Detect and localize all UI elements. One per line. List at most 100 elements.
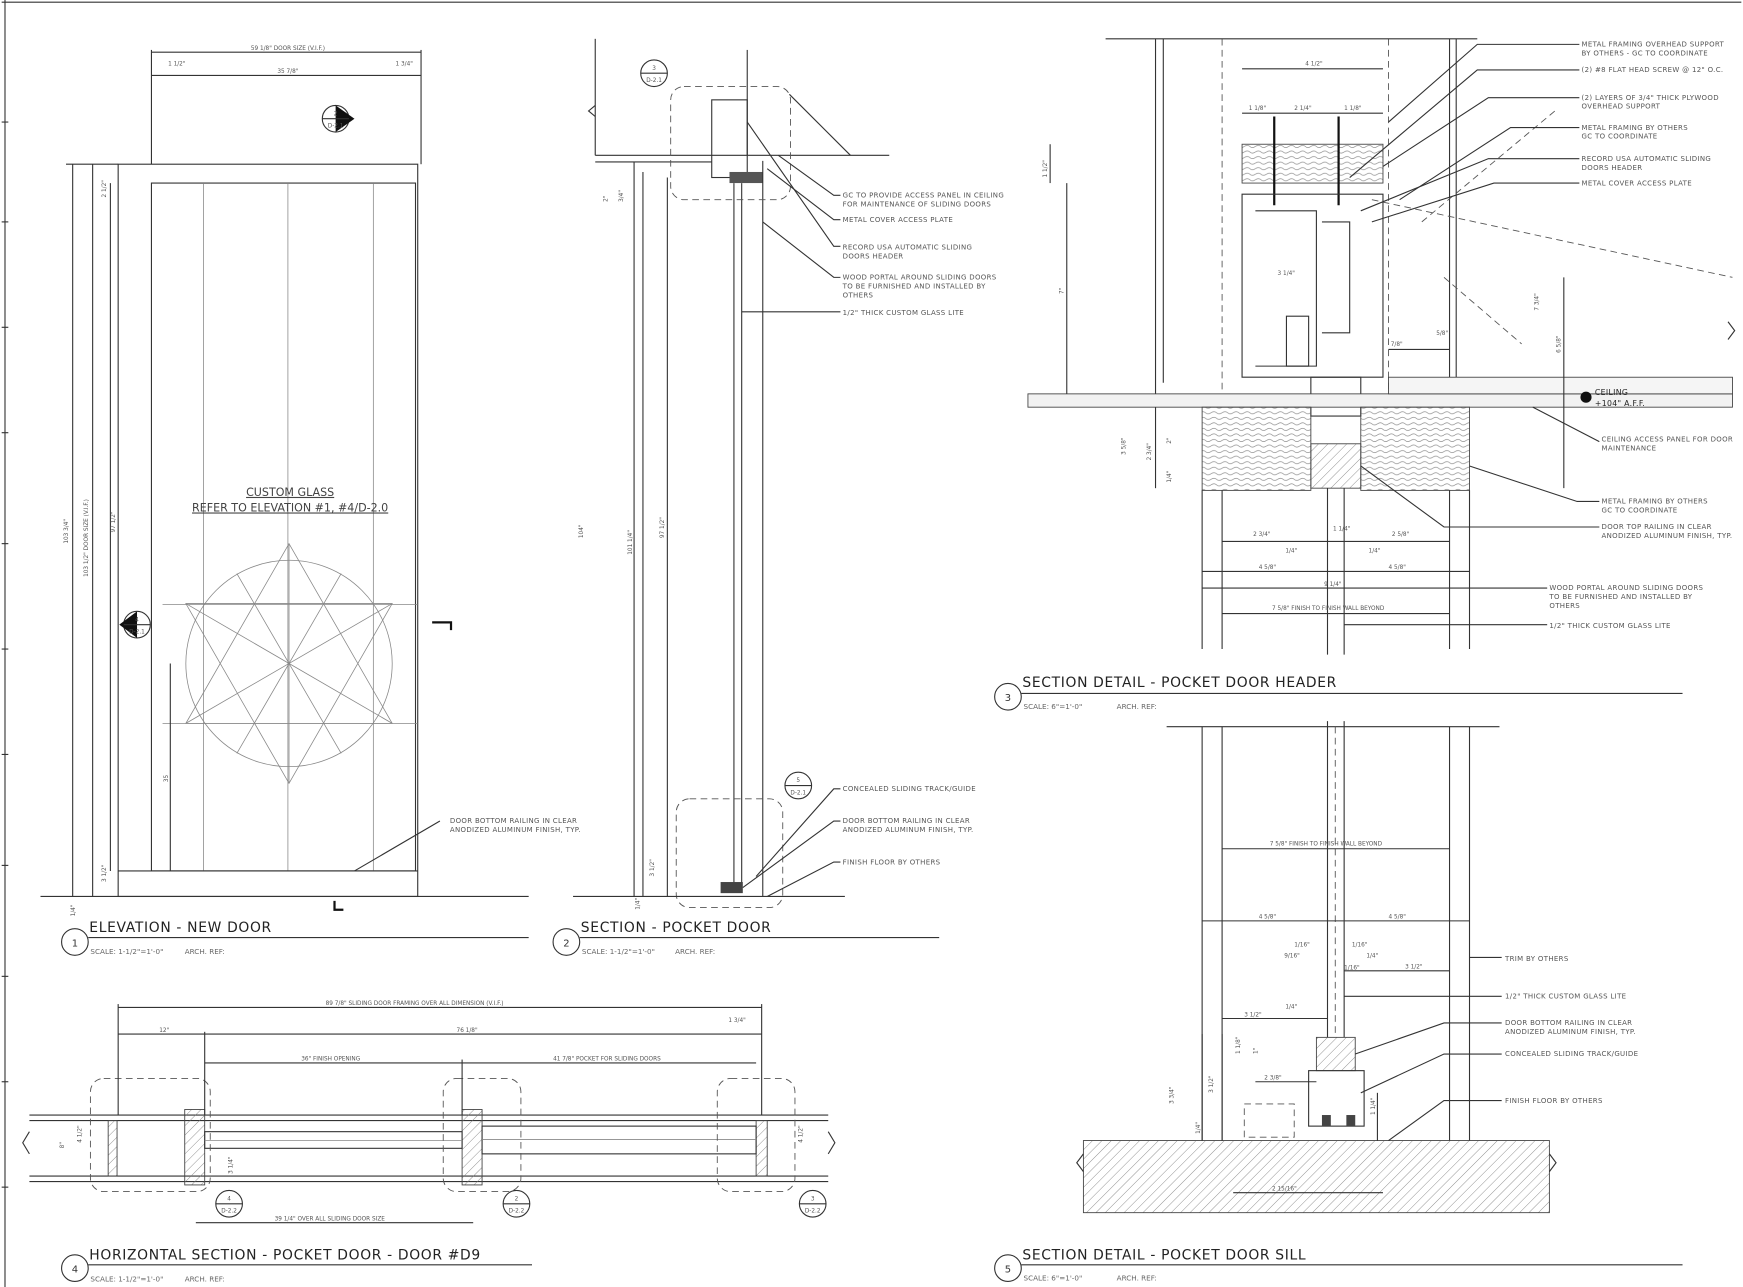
hd-note-1a: METAL FRAMING OVERHEAD SUPPORT [1582, 41, 1725, 49]
hd-note-2: (2) #8 FLAT HEAD SCREW @ 12" O.C. [1582, 66, 1724, 74]
sill-dim-2-15-16: 2 15/16" [1272, 1186, 1297, 1192]
sill-note-rail-2: ANODIZED ALUMINUM FINISH, TYP. [1505, 1028, 1636, 1036]
sill-detail-view: 7 5/8" FINISH TO FINISH WALL BEYOND 4 5/… [1076, 721, 1638, 1214]
sill-dim-1-4-a: 1/4" [1366, 953, 1378, 959]
note-glass-lite: 1/2" THICK CUSTOM GLASS LITE [843, 309, 964, 317]
svg-text:ARCH. REF:: ARCH. REF: [185, 947, 225, 956]
note-access-panel-1: GC TO PROVIDE ACCESS PANEL IN CEILING [843, 191, 1004, 199]
svg-text:D-2.1: D-2.1 [129, 630, 145, 636]
dim-3-5: 3 1/2" [650, 859, 656, 877]
detail-callout-3b[interactable]: 3 D-2.2 [798, 1189, 827, 1218]
hd-note-4a: METAL FRAMING BY OTHERS [1582, 124, 1689, 132]
section-callout-2[interactable]: 2 D-2.1 [321, 104, 355, 133]
sill-dim-1: 1" [1254, 1047, 1260, 1054]
sill-dim-1-4-b: 1/4" [1285, 1005, 1297, 1011]
custom-glass-label: CUSTOM GLASS [246, 486, 334, 499]
dim-floor-gap: 1/4" [71, 904, 77, 916]
sill-dim-1-1-4: 1 1/4" [1371, 1097, 1377, 1115]
note-header-2: DOORS HEADER [843, 253, 904, 261]
hd-note-10a: WOOD PORTAL AROUND SLIDING DOORS [1549, 584, 1703, 592]
note-access-panel-2: FOR MAINTENANCE OF SLIDING DOORS [843, 200, 992, 208]
dim-1-1-2: 1 1/2" [1043, 160, 1049, 178]
horizontal-section-view: 89 7/8" SLIDING DOOR FRAMING OVER ALL DI… [22, 1001, 836, 1224]
dim-door-height: 103 1/2" DOOR SIZE (V.I.F.) [84, 499, 90, 577]
sill-dim-1-16-c: 1/16" [1344, 966, 1360, 972]
hd-note-10c: OTHERS [1549, 602, 1580, 610]
svg-text:CEILING: CEILING [1595, 388, 1628, 397]
note-wood-portal-1: WOOD PORTAL AROUND SLIDING DOORS [843, 274, 997, 282]
svg-text:D-2.1: D-2.1 [646, 78, 662, 84]
svg-text:4: 4 [135, 617, 139, 623]
dim-7-3-4: 7 3/4" [1534, 293, 1540, 311]
dim-1-1-8-a: 1 1/8" [1249, 106, 1267, 112]
elevation-view: CUSTOM GLASS REFER TO ELEVATION #1, #4/D… [40, 46, 581, 916]
dim-4-5-8-a: 4 5/8" [1259, 565, 1277, 571]
h-dim-door-size: 39 1/4" OVER ALL SLIDING DOOR SIZE [275, 1216, 386, 1222]
ceiling-elevation-marker: CEILING +104" A.F.F. [1580, 388, 1645, 408]
dim-top-rail: 2 1/2" [102, 180, 108, 198]
h-dim-12: 12" [159, 1028, 169, 1034]
section-view: 2" 3/4" 104" 101 1/4" 97 1/2" 3 1/2" 1/4… [573, 38, 1004, 910]
sill-note-glass: 1/2" THICK CUSTOM GLASS LITE [1505, 993, 1626, 1001]
hd-note-8a: METAL FRAMING BY OTHERS [1602, 498, 1709, 506]
h-dim-1-3-4: 1 3/4" [728, 1018, 746, 1024]
dim-overall-height: 103 3/4" [64, 519, 70, 544]
dim-1-4: 1/4" [636, 898, 642, 910]
svg-text:SECTION - POCKET DOOR: SECTION - POCKET DOOR [581, 920, 772, 936]
note-bottom-rail-2: ANODIZED ALUMINUM FINISH, TYP. [843, 826, 974, 834]
svg-text:SCALE: 6"=1'-0": SCALE: 6"=1'-0" [1023, 702, 1082, 711]
svg-text:D-2.2: D-2.2 [509, 1209, 525, 1215]
svg-text:ARCH. REF:: ARCH. REF: [1117, 1273, 1157, 1282]
svg-text:SCALE: 1-1/2"=1'-0": SCALE: 1-1/2"=1'-0" [90, 1274, 163, 1283]
sill-dim-3-1-2-c: 3 1/2" [1209, 1075, 1215, 1093]
detail-callout-2[interactable]: 2 D-2.2 [502, 1189, 531, 1218]
header-detail-view: 4 1/2" 1 1/8" 2 1/4" 1 1/8" 1 1/2" 7" 3 … [1027, 38, 1736, 655]
hd-note-5a: RECORD USA AUTOMATIC SLIDING [1582, 155, 1712, 163]
view-title-5: 5 SECTION DETAIL - POCKET DOOR SILL SCAL… [994, 1247, 1683, 1282]
detail-callout-4[interactable]: 4 D-2.2 [215, 1189, 243, 1218]
note-track: CONCEALED SLIDING TRACK/GUIDE [843, 785, 976, 793]
view-title-3: 3 SECTION DETAIL - POCKET DOOR HEADER SC… [994, 675, 1683, 711]
dim-101: 101 1/4" [628, 530, 634, 555]
svg-text:HORIZONTAL SECTION - POCKET DO: HORIZONTAL SECTION - POCKET DOOR - DOOR … [89, 1247, 481, 1263]
note-bottom-railing-2: ANODIZED ALUMINUM FINISH, TYP. [450, 826, 581, 834]
dim-3-4: 3/4" [619, 190, 625, 202]
sill-dim-9-16: 9/16" [1284, 953, 1300, 959]
svg-text:ARCH. REF:: ARCH. REF: [1117, 702, 1157, 711]
hd-note-8b: GC TO COORDINATE [1602, 507, 1678, 515]
hd-note-10b: TO BE FURNISHED AND INSTALLED BY [1548, 593, 1692, 601]
dim-bottom-rail: 3 1/2" [102, 864, 108, 882]
note-bottom-rail-1: DOOR BOTTOM RAILING IN CLEAR [843, 817, 970, 825]
dim-2: 2" [603, 195, 609, 202]
hd-note-9a: DOOR TOP RAILING IN CLEAR [1602, 523, 1712, 531]
hd-note-11: 1/2" THICK CUSTOM GLASS LITE [1549, 622, 1670, 630]
note-header-1: RECORD USA AUTOMATIC SLIDING [843, 244, 973, 252]
dim-1-1-8-b: 1 1/8" [1344, 106, 1362, 112]
dim-4-1-2: 4 1/2" [1305, 61, 1323, 67]
custom-glass-star-pattern [185, 542, 393, 785]
sill-dim-4-5-8-a: 4 5/8" [1259, 915, 1277, 921]
dim-3-5-8: 3 5/8" [1122, 437, 1128, 455]
dim-9-1-4: 9 1/4" [1324, 582, 1342, 588]
hd-note-9b: ANODIZED ALUMINUM FINISH, TYP. [1602, 532, 1733, 540]
svg-text:4: 4 [227, 1196, 231, 1202]
detail-callout-3[interactable]: 3 D-2.1 [640, 59, 668, 88]
svg-text:SECTION DETAIL - POCKET DOOR H: SECTION DETAIL - POCKET DOOR HEADER [1022, 675, 1337, 691]
dim-4-5-8-b: 4 5/8" [1389, 565, 1407, 571]
note-wood-portal-2: TO BE FURNISHED AND INSTALLED BY [842, 282, 986, 290]
sill-dim-3-1-2-b: 3 1/2" [1244, 1012, 1262, 1018]
svg-text:5: 5 [796, 778, 800, 784]
svg-text:+104" A.F.F.: +104" A.F.F. [1595, 399, 1645, 408]
svg-text:5: 5 [1005, 1265, 1011, 1276]
custom-glass-reference: REFER TO ELEVATION #1, #4/D-2.0 [192, 501, 388, 514]
view-title-2: 2 SECTION - POCKET DOOR SCALE: 1-1/2"=1'… [552, 920, 940, 956]
section-callout-4[interactable]: 4 D-2.1 [119, 610, 151, 639]
dim-2-5-8: 2 5/8" [1392, 532, 1410, 538]
dim-7-8: 7/8" [1391, 342, 1403, 348]
dim-6-5-8: 6 5/8" [1556, 335, 1562, 353]
dim-2-1-4: 2 1/4" [1294, 106, 1312, 112]
hd-note-6: METAL COVER ACCESS PLATE [1582, 179, 1692, 187]
h-dim-overall: 89 7/8" SLIDING DOOR FRAMING OVER ALL DI… [326, 1001, 504, 1007]
dim-104: 104" [579, 524, 585, 538]
detail-callout-5[interactable]: 5 D-2.1 [784, 771, 813, 800]
